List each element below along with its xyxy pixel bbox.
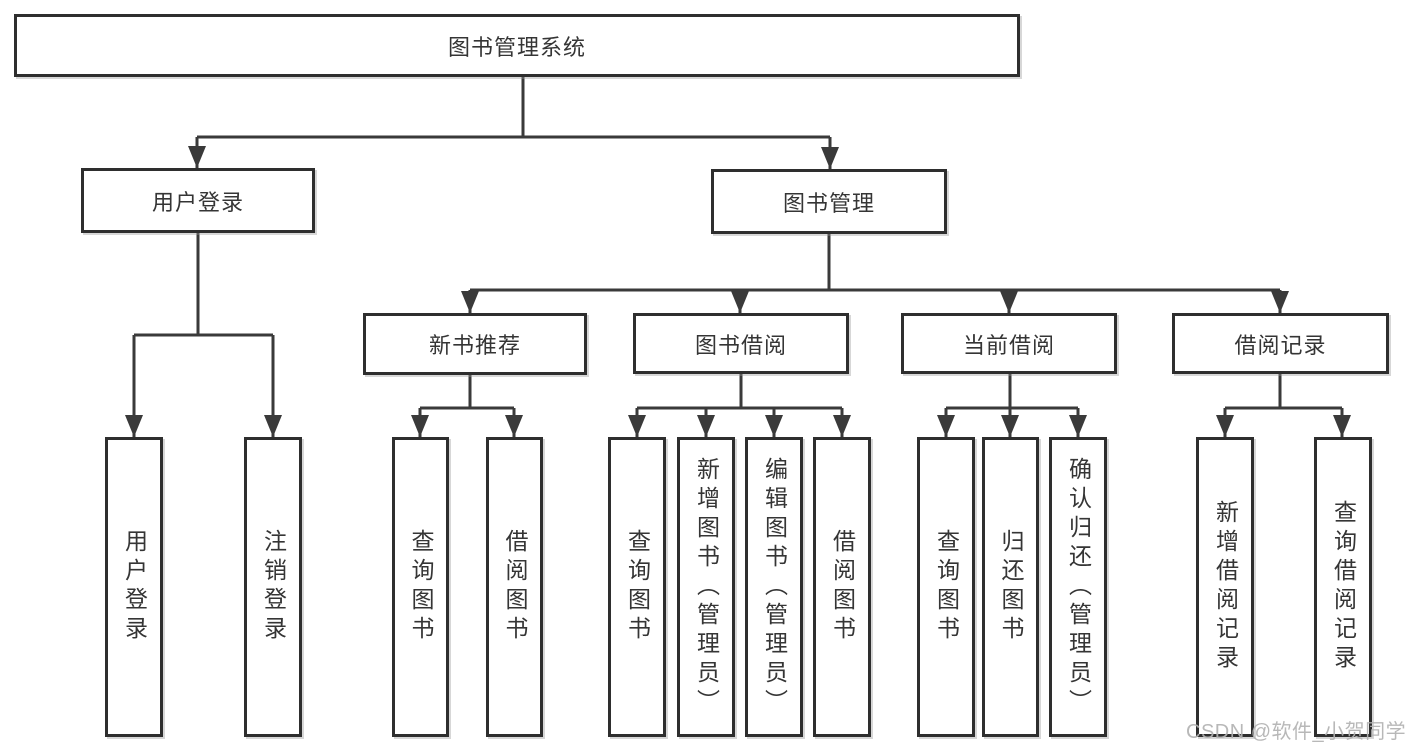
connector-line xyxy=(132,232,275,437)
leaf-query-borrow-record: 查询借阅记录 xyxy=(1314,437,1372,737)
arrowhead xyxy=(937,415,1087,437)
leaf-logout: 注销登录 xyxy=(244,437,302,737)
node-label: 借阅记录 xyxy=(1234,332,1327,358)
leaf-query-books-current: 查询图书 xyxy=(917,437,975,737)
node-current-borrow: 当前借阅 xyxy=(901,313,1117,374)
arrowhead xyxy=(125,415,282,437)
connector-user-login-to-leaves xyxy=(125,232,282,437)
node-label: 查询图书 xyxy=(408,529,434,645)
leaf-query-books-borrow: 查询图书 xyxy=(608,437,666,737)
connector-book-borrow-to-leaves xyxy=(628,373,851,437)
node-label: 当前借阅 xyxy=(962,332,1055,358)
node-label: 新书推荐 xyxy=(428,333,521,358)
arrowhead xyxy=(411,415,523,437)
node-new-book-recommend: 新书推荐 xyxy=(363,313,587,375)
arrowhead xyxy=(461,291,1289,313)
leaf-return-books: 归还图书 xyxy=(982,437,1039,737)
arrowhead xyxy=(1216,415,1351,437)
node-label: 查询借阅记录 xyxy=(1330,500,1357,674)
arrowhead xyxy=(628,415,851,437)
node-label: 借阅图书 xyxy=(502,529,528,645)
node-label: 图书管理系统 xyxy=(447,34,586,60)
connector-current-borrow-to-leaves xyxy=(937,373,1087,437)
node-label: 查询图书 xyxy=(624,529,651,645)
connector-line xyxy=(635,373,844,437)
node-label: 新增图书（管理员） xyxy=(693,456,720,718)
node-borrow-records: 借阅记录 xyxy=(1172,313,1389,374)
leaf-query-books-recommend: 查询图书 xyxy=(392,437,449,737)
leaf-edit-books-admin: 编辑图书（管理员） xyxy=(745,437,803,737)
connector-line xyxy=(468,233,1282,313)
connector-line xyxy=(418,375,516,437)
arrowhead xyxy=(188,146,839,169)
node-label: 注销登录 xyxy=(260,529,287,645)
node-library-management-system: 图书管理系统 xyxy=(14,14,1020,77)
node-label: 编辑图书（管理员） xyxy=(761,456,788,718)
node-label: 用户登录 xyxy=(121,529,148,645)
connector-borrow-records-to-leaves xyxy=(1216,374,1351,437)
node-label: 借阅图书 xyxy=(829,529,856,645)
node-label: 图书管理 xyxy=(782,190,875,216)
leaf-borrow-books: 借阅图书 xyxy=(813,437,871,737)
node-user-login: 用户登录 xyxy=(81,168,315,233)
csdn-watermark: CSDN @软件_小贺同学 xyxy=(1186,721,1405,743)
node-label: 图书借阅 xyxy=(694,332,787,358)
connector-new-book-recommend-to-leaves xyxy=(411,375,523,437)
connector-book-management-to-level3 xyxy=(461,233,1289,313)
node-book-management: 图书管理 xyxy=(711,169,947,234)
leaf-borrow-books-recommend: 借阅图书 xyxy=(486,437,543,737)
leaf-confirm-return-admin: 确认归还（管理员） xyxy=(1049,437,1107,737)
node-label: 用户登录 xyxy=(151,189,244,215)
node-label: 归还图书 xyxy=(998,529,1024,645)
node-label: 查询图书 xyxy=(933,529,960,645)
node-book-borrow: 图书借阅 xyxy=(633,313,849,374)
leaf-add-borrow-record: 新增借阅记录 xyxy=(1196,437,1254,737)
node-label: 新增借阅记录 xyxy=(1212,500,1239,674)
connector-line xyxy=(1223,374,1344,437)
node-label: 确认归还（管理员） xyxy=(1065,456,1092,718)
connector-root-to-level2 xyxy=(188,77,839,169)
leaf-user-login: 用户登录 xyxy=(105,437,163,737)
connector-line xyxy=(195,77,832,169)
leaf-add-books-admin: 新增图书（管理员） xyxy=(677,437,735,737)
